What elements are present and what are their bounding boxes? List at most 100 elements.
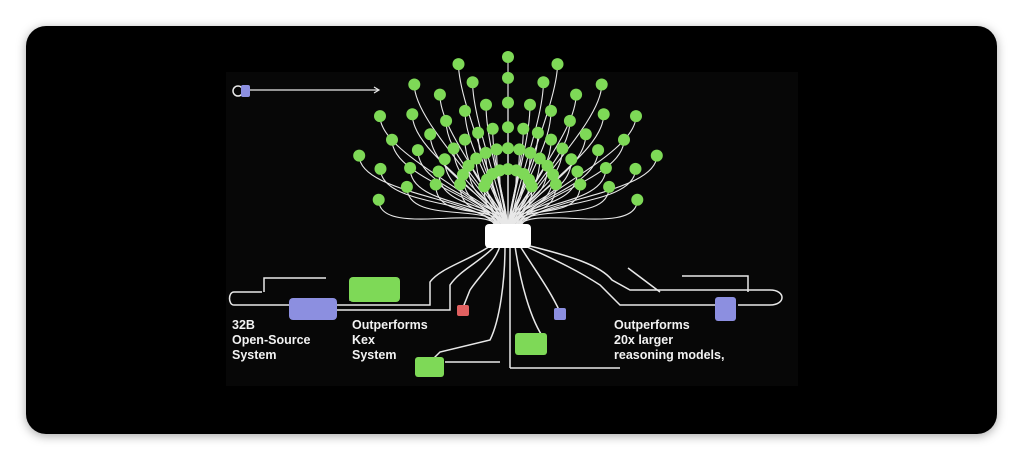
leaf-node-40 [424, 128, 437, 141]
label-right-line-2: 20x larger [614, 333, 674, 347]
leaf-node-42 [459, 104, 471, 117]
leaf-node-67 [408, 78, 421, 91]
leaf-node-22 [429, 178, 442, 191]
leaf-node-68 [452, 58, 465, 71]
leaf-node-62 [618, 133, 630, 146]
leaf-node-52 [372, 193, 385, 206]
leaf-node-27 [472, 126, 485, 139]
label-left: 32B Open-Source System [232, 318, 311, 363]
leaf-node-31 [531, 126, 544, 139]
leaf-node-43 [480, 98, 492, 111]
leaf-node-26 [458, 133, 471, 146]
branch-28 [492, 128, 508, 231]
branch-67 [413, 84, 502, 231]
branch-71 [514, 84, 603, 231]
branch-30 [508, 128, 524, 231]
leaf-node-41 [440, 114, 453, 127]
leaf-node-45 [524, 98, 536, 111]
leaf-node-11 [462, 159, 475, 172]
branch-53 [379, 168, 499, 231]
branch-55 [411, 114, 501, 231]
leaf-node-10 [457, 168, 469, 181]
leaf-node-24 [438, 153, 451, 166]
leaf-node-48 [579, 128, 592, 141]
leaf-node-54 [386, 133, 398, 146]
leaf-node-19 [541, 159, 554, 172]
tree-branches [358, 57, 658, 231]
green-block-middle [515, 333, 547, 355]
leaf-node-44 [502, 96, 514, 109]
branch-48 [513, 134, 587, 231]
label-left-line-3: System [232, 348, 277, 362]
leaf-node-66 [374, 110, 386, 123]
leaf-node-29 [502, 121, 514, 134]
leaf-node-33 [556, 142, 569, 155]
leaf-node-46 [545, 104, 557, 117]
red-block [457, 305, 469, 316]
green-block-bottom [415, 357, 444, 377]
purple-block-right [715, 297, 736, 321]
leaf-node-38 [404, 162, 417, 174]
leaf-node-34 [565, 153, 578, 166]
leaf-node-73 [650, 149, 663, 162]
leaf-node-23 [432, 165, 445, 178]
leaf-node-9 [454, 178, 467, 191]
leaf-node-71 [595, 78, 608, 91]
green-block-top [349, 277, 400, 302]
leaf-node-60 [570, 88, 583, 101]
label-middle-line-2: Kex [352, 333, 375, 347]
leaf-node-55 [406, 108, 419, 121]
branch-40 [429, 134, 503, 231]
leaf-node-14 [490, 143, 503, 156]
leaf-node-13 [479, 146, 492, 159]
leaf-node-57 [466, 76, 479, 89]
tree-nodes [353, 51, 663, 206]
label-left-line-2: Open-Source [232, 333, 311, 347]
leaf-node-12 [470, 152, 483, 165]
label-middle-line-3: System [352, 348, 397, 362]
branch-57 [472, 82, 506, 231]
branch-59 [510, 82, 544, 231]
leaf-node-17 [524, 146, 537, 159]
leaf-node-28 [486, 122, 499, 135]
core-node [485, 224, 531, 248]
leaf-node-51 [603, 180, 616, 193]
label-middle-line-1: Outperforms [352, 318, 428, 332]
leaf-node-61 [597, 108, 610, 121]
small-purple-block [554, 308, 566, 320]
leaf-node-25 [447, 142, 460, 155]
branch-61 [515, 114, 605, 231]
leaf-node-16 [513, 143, 526, 156]
leaf-node-15 [502, 142, 514, 155]
toggle-arrow-icon [232, 85, 381, 97]
leaf-node-58 [502, 71, 514, 84]
label-right-line-1: Outperforms [614, 318, 690, 332]
leaf-node-30 [517, 122, 530, 135]
branch-63 [517, 168, 637, 231]
branch-73 [519, 155, 658, 231]
leaf-node-65 [353, 149, 366, 162]
root-wires [228, 245, 783, 369]
branch-38 [409, 167, 501, 231]
leaf-node-64 [631, 193, 644, 206]
purple-block-left [289, 298, 337, 320]
leaf-node-36 [574, 178, 587, 191]
leaf-node-18 [533, 152, 546, 165]
leaf-node-32 [545, 133, 558, 146]
leaf-node-49 [592, 144, 605, 157]
leaf-node-21 [549, 178, 562, 191]
leaf-node-47 [563, 114, 576, 127]
label-right-line-3: reasoning models, [614, 348, 725, 362]
leaf-node-50 [599, 162, 612, 174]
label-right: Outperforms 20x larger reasoning models, [614, 318, 724, 363]
label-left-line-1: 32B [232, 318, 255, 332]
leaf-node-56 [433, 88, 446, 101]
branch-65 [358, 155, 497, 231]
leaf-node-63 [629, 162, 642, 175]
leaf-node-70 [551, 58, 564, 71]
leaf-node-53 [374, 162, 387, 175]
leaf-node-72 [630, 110, 642, 123]
leaf-node-69 [502, 51, 514, 63]
leaf-node-8 [525, 180, 538, 193]
